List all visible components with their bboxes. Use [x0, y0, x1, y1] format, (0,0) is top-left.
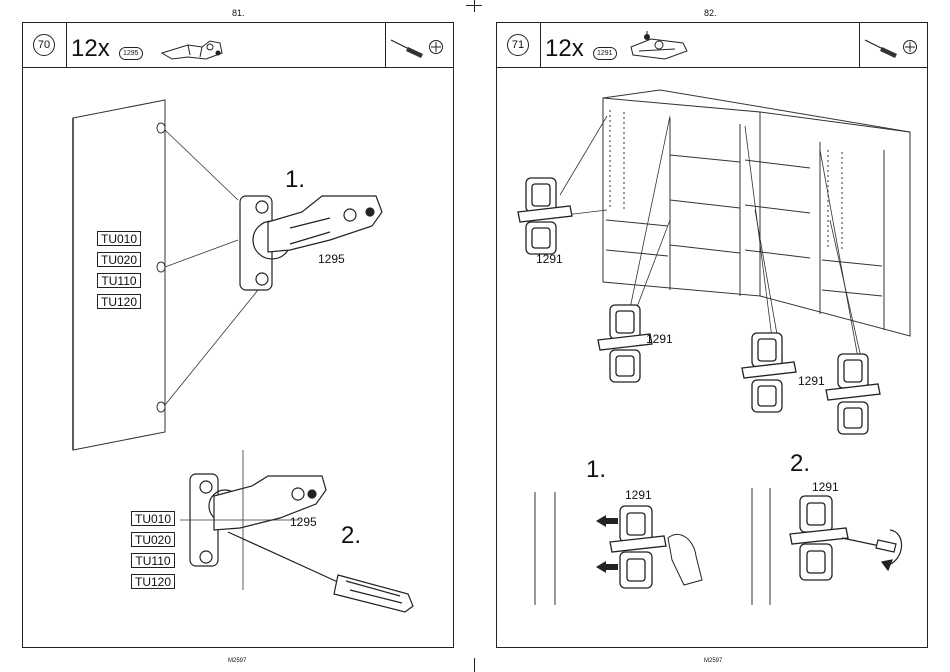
part-label-3: 1291	[798, 374, 825, 388]
finger-icon	[668, 534, 702, 585]
plate-assembly-3	[742, 333, 796, 412]
rotate-screwdriver-icon	[842, 530, 902, 570]
detail-label-2: 1291	[812, 480, 839, 494]
plate-assembly-2	[598, 305, 652, 382]
detail-1-panel	[535, 492, 555, 605]
plate-assembly-4	[826, 354, 880, 434]
right-callout-1: 1.	[586, 456, 606, 484]
detail-1-plate	[610, 506, 666, 588]
detail-label-1: 1291	[625, 488, 652, 502]
right-footer: M2597	[704, 658, 722, 664]
plate-assembly-1	[518, 178, 572, 254]
wardrobe-carcass	[603, 90, 910, 336]
detail-2-panel	[752, 488, 770, 605]
right-callout-2: 2.	[790, 450, 810, 478]
detail-2-plate	[790, 496, 848, 580]
part-label-1: 1291	[536, 252, 563, 266]
right-leader-lines	[560, 116, 862, 362]
part-label-2: 1291	[646, 332, 673, 346]
